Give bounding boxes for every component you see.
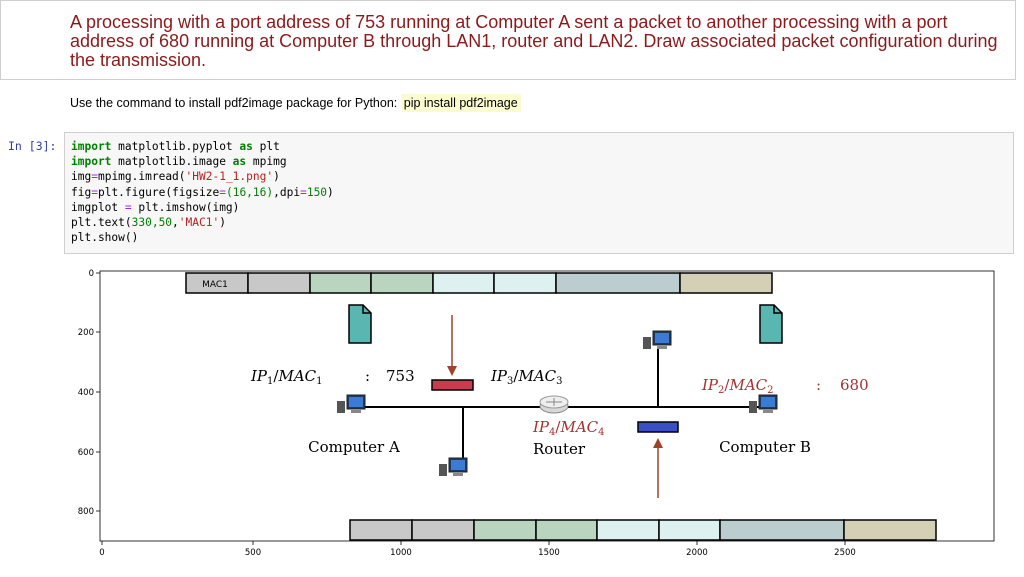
arrow-down-icon xyxy=(447,315,457,376)
svg-text:IP1/MAC1: IP1/MAC1 xyxy=(250,367,323,387)
question-markdown-cell: A processing with a port address of 753 … xyxy=(0,0,1016,80)
packet-segment xyxy=(411,519,475,541)
computer-a-label: Computer A xyxy=(308,438,400,456)
bottom-packet-frame xyxy=(349,519,937,541)
packet-segment xyxy=(473,519,537,541)
mac1-label: MAC1 xyxy=(202,280,228,290)
y-tick-label: 200 xyxy=(78,328,94,338)
svg-text::: : xyxy=(816,376,821,394)
computer-icon xyxy=(439,457,468,476)
document-icon xyxy=(348,304,372,344)
computer-icon xyxy=(337,394,366,413)
x-axis: 0 500 1000 1500 2000 2500 xyxy=(99,541,856,558)
packet-segment xyxy=(247,272,311,294)
install-note-text: Use the command to install pdf2image pac… xyxy=(70,96,398,110)
y-tick-label: 600 xyxy=(78,448,94,458)
code-cell[interactable]: import matplotlib.pyplot as plt import m… xyxy=(64,132,1014,254)
router-icon xyxy=(539,395,569,414)
packet-segment xyxy=(679,272,773,294)
packet-segment xyxy=(596,519,660,541)
packet-segment xyxy=(349,519,413,541)
document-icon xyxy=(759,304,783,344)
output-image-plot: 0 200 400 600 800 0 500 1000 1500 2000 2… xyxy=(78,269,995,558)
computer-a-address: IP1/MAC1 : 753 xyxy=(250,367,415,387)
packet-segment xyxy=(432,272,495,294)
packet-segment xyxy=(493,272,557,294)
router-label: Router xyxy=(533,440,586,458)
packet-segment xyxy=(719,519,845,541)
computer-icon xyxy=(643,330,672,349)
svg-text:753: 753 xyxy=(386,367,415,385)
computer-b-address: IP2/MAC2 : 680 xyxy=(701,376,869,396)
svg-text:IP2/MAC2: IP2/MAC2 xyxy=(701,376,774,396)
x-tick-label: 1500 xyxy=(538,548,560,558)
svg-text:680: 680 xyxy=(840,376,869,394)
packet-marker-blue xyxy=(637,421,679,433)
packet-segment xyxy=(370,272,434,294)
packet-segment xyxy=(309,272,372,294)
install-note: Use the command to install pdf2image pac… xyxy=(70,94,521,112)
packet-segment xyxy=(535,519,598,541)
svg-text::: : xyxy=(365,367,370,385)
x-tick-label: 500 xyxy=(245,548,261,558)
x-tick-label: 2500 xyxy=(834,548,856,558)
question-text: A processing with a port address of 753 … xyxy=(70,12,998,70)
router-top-address: IP3/MAC3 xyxy=(490,367,563,387)
router-bottom-address: IP4/MAC4 xyxy=(532,418,605,438)
cell-prompt: In [3]: xyxy=(8,139,57,153)
top-packet-frame xyxy=(185,272,773,294)
x-tick-label: 2000 xyxy=(686,548,708,558)
y-tick-label: 0 xyxy=(89,269,94,279)
packet-marker-red xyxy=(431,379,474,391)
svg-text:IP3/MAC3: IP3/MAC3 xyxy=(490,367,563,387)
arrow-up-icon xyxy=(653,438,663,498)
x-tick-label: 1000 xyxy=(390,548,412,558)
y-axis: 0 200 400 600 800 xyxy=(78,269,100,517)
y-tick-label: 800 xyxy=(78,507,94,517)
code-editor[interactable]: import matplotlib.pyplot as plt import m… xyxy=(71,140,334,245)
computer-b-label: Computer B xyxy=(719,438,811,456)
packet-segment xyxy=(555,272,681,294)
install-command: pip install pdf2image xyxy=(400,94,521,112)
y-tick-label: 400 xyxy=(78,388,94,398)
svg-text:IP4/MAC4: IP4/MAC4 xyxy=(532,418,605,438)
x-tick-label: 0 xyxy=(99,548,104,558)
packet-segment xyxy=(843,519,937,541)
packet-segment xyxy=(658,519,721,541)
computer-icon xyxy=(749,394,778,413)
